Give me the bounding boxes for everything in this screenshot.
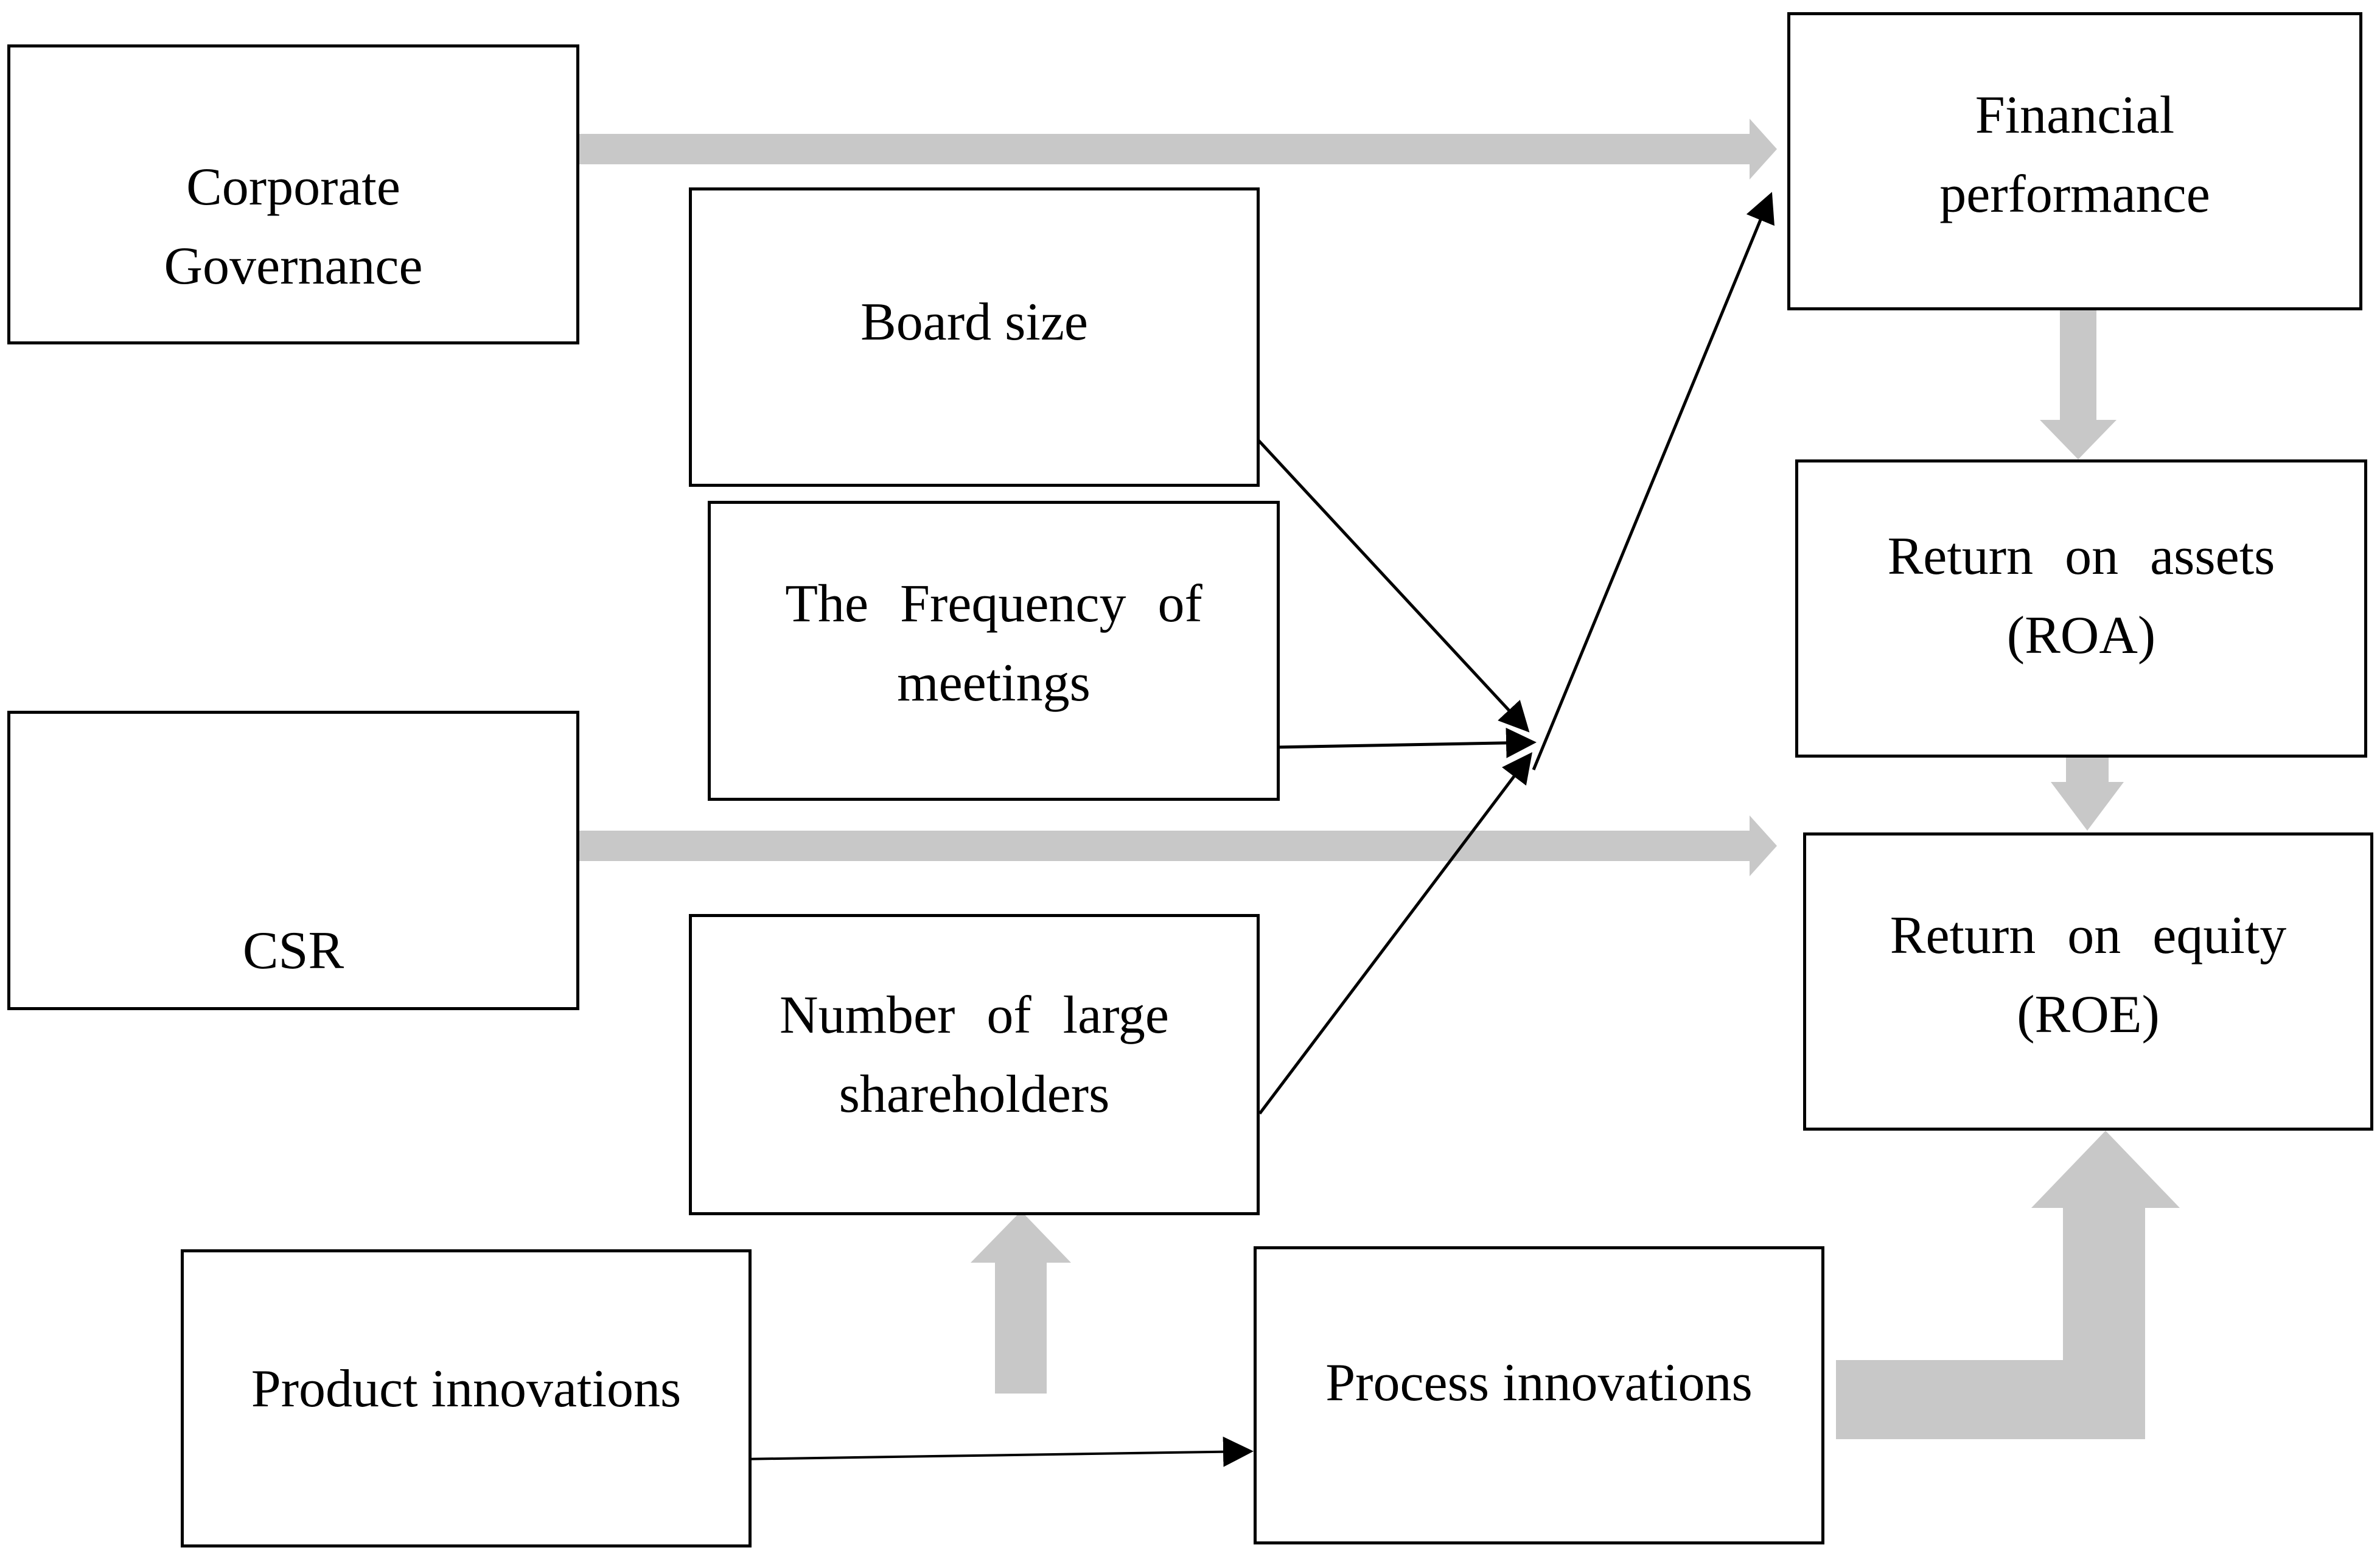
node-frequency-meetings-line-1: The Frequency of <box>785 574 1202 633</box>
node-large-shareholders-line-2: shareholders <box>839 1065 1110 1124</box>
node-return-on-equity-line-1: Return on equity <box>1890 906 2287 965</box>
node-return-on-equity-line-2: (ROE) <box>2017 985 2160 1044</box>
node-board-size-line-1: Board size <box>860 293 1088 352</box>
node-return-on-equity: Return on equity (ROE) <box>1803 832 2373 1131</box>
arrow-financial-to-roa <box>2040 289 2117 459</box>
node-corporate-governance-line-1: Corporate <box>186 158 400 217</box>
arrow-junction-to-financial <box>1532 192 1775 770</box>
node-product-innovations-line-1: Product innovations <box>251 1359 682 1418</box>
node-board-size-label-wrap: Board size <box>689 283 1260 362</box>
arrow-csr-to-roe <box>571 815 1777 876</box>
node-large-shareholders: Number of large shareholders <box>689 914 1260 1215</box>
node-process-innovations: Process innovations <box>1254 1246 1824 1544</box>
node-csr-line-1: CSR <box>242 921 344 980</box>
arrow-meetings-to-junction <box>1273 727 1537 758</box>
node-financial-performance: Financial performance <box>1787 12 2362 310</box>
arrow-roa-to-roe <box>2051 739 2124 831</box>
node-financial-performance-line-2: performance <box>1939 165 2210 224</box>
arrow-product-to-shareholders <box>971 1211 1071 1394</box>
arrow-boardsize-to-junction <box>1252 434 1530 733</box>
node-csr: CSR <box>7 711 579 1010</box>
arrow-process-to-roe <box>1836 1131 2180 1439</box>
node-return-on-assets-line-2: (ROA) <box>2006 606 2156 665</box>
node-return-on-assets-line-1: Return on assets <box>1887 527 2275 586</box>
arrow-shareholders-to-junction <box>1258 752 1533 1115</box>
node-return-on-assets: Return on assets (ROA) <box>1795 459 2367 758</box>
arrow-product-to-process <box>736 1436 1254 1467</box>
node-product-innovations: Product innovations <box>181 1249 752 1547</box>
arrow-governance-to-financial <box>571 119 1777 180</box>
node-frequency-meetings-line-2: meetings <box>897 654 1091 713</box>
node-process-innovations-line-1: Process innovations <box>1325 1353 1753 1412</box>
node-frequency-meetings: The Frequency of meetings <box>708 501 1280 801</box>
node-financial-performance-line-1: Financial <box>1975 86 2175 145</box>
node-corporate-governance: Corporate Governance <box>7 44 579 344</box>
node-corporate-governance-line-2: Governance <box>164 237 423 296</box>
node-large-shareholders-line-1: Number of large <box>780 986 1169 1045</box>
node-board-size <box>689 187 1260 487</box>
